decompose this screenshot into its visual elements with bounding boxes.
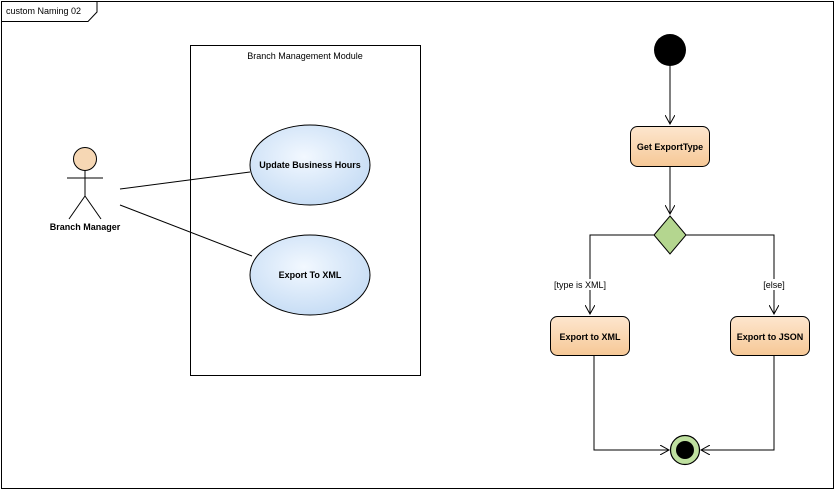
frame-title: custom Naming 02	[6, 6, 81, 16]
use-case-export-to-xml[interactable]	[249, 234, 371, 316]
use-case-update-business-hours[interactable]	[249, 124, 371, 206]
frame-title-tab	[1, 1, 98, 22]
boundary-title: Branch Management Module	[247, 51, 363, 61]
action-export-to-json[interactable]	[730, 316, 810, 356]
action-label: Get ExportType	[637, 142, 703, 152]
action-label: Export to JSON	[737, 332, 804, 342]
association-update-business-hours[interactable]	[119, 171, 251, 190]
final-node[interactable]	[669, 434, 701, 466]
guard-left: [type is XML]	[554, 280, 606, 290]
actor-branch-manager[interactable]	[67, 147, 103, 220]
flow-json-to-final[interactable]	[701, 356, 775, 450]
actor-right-leg	[84, 195, 102, 220]
system-boundary[interactable]	[190, 45, 421, 376]
actor-name: Branch Manager	[50, 222, 121, 232]
use-case-label: Export To XML	[279, 270, 342, 280]
final-node-inner	[676, 441, 694, 459]
use-case-label: Update Business Hours	[259, 160, 361, 170]
actor-left-leg	[68, 195, 86, 220]
association-export-to-xml[interactable]	[119, 204, 253, 257]
flow-xml-to-final[interactable]	[593, 356, 669, 450]
action-export-to-xml[interactable]	[550, 316, 630, 356]
guard-right-bg	[760, 279, 788, 290]
action-label: Export to XML	[560, 332, 621, 342]
actor-head	[73, 147, 97, 171]
guard-left-bg	[550, 279, 610, 290]
guard-right: [else]	[763, 280, 785, 290]
initial-node[interactable]	[654, 34, 686, 66]
action-get-export-type[interactable]	[630, 126, 710, 167]
decision-node[interactable]	[653, 215, 687, 255]
